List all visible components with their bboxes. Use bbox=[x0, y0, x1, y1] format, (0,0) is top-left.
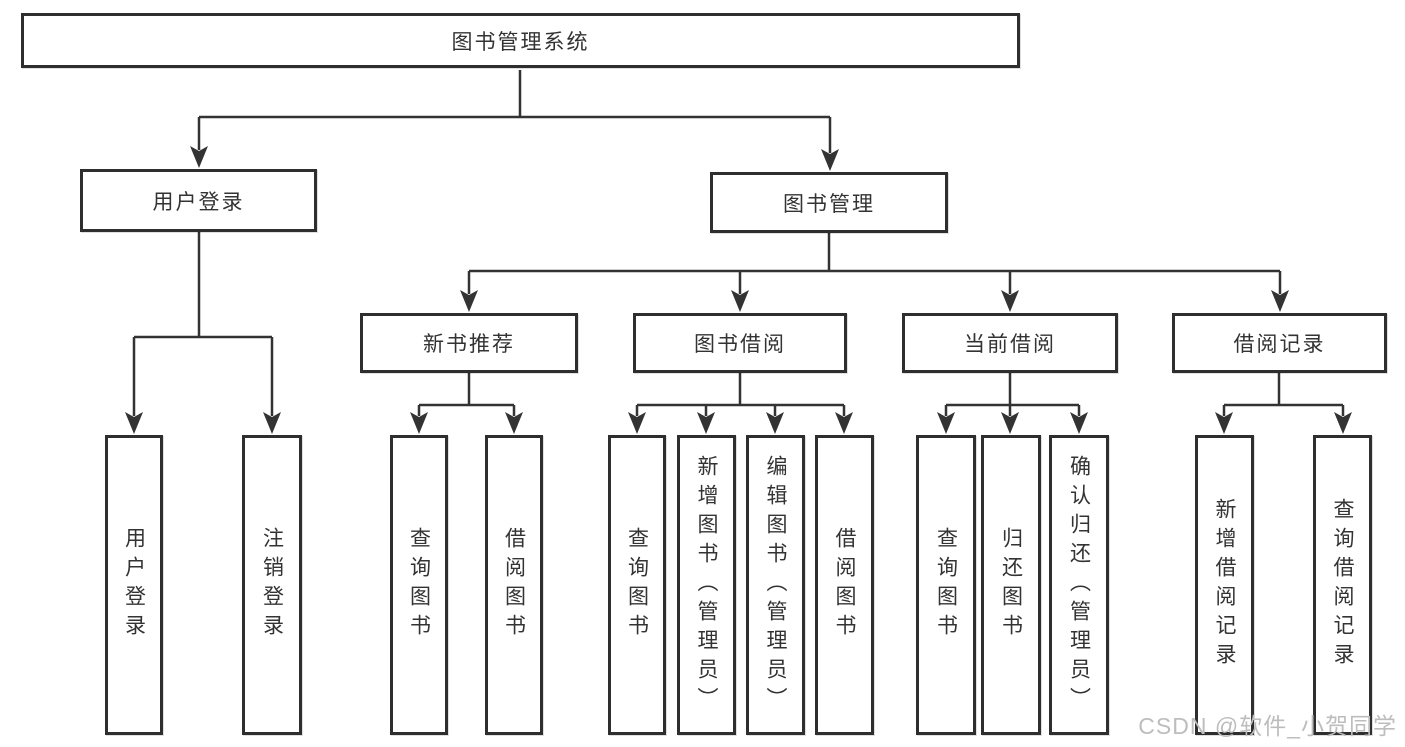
leaf-label: 新增图书（管理员） bbox=[695, 454, 718, 716]
arrowhead bbox=[1215, 412, 1233, 434]
leaf-label: 查询图书 bbox=[934, 527, 958, 643]
node-root-label: 图书管理系统 bbox=[451, 30, 590, 54]
arrowhead bbox=[766, 412, 784, 434]
leaf-return-books: 归还图书 bbox=[981, 435, 1041, 735]
leaf-user-login: 用户登录 bbox=[105, 435, 163, 735]
leaf-borrow-books: 借阅图书 bbox=[815, 435, 874, 735]
arrowhead bbox=[505, 412, 523, 434]
arrowhead bbox=[1334, 412, 1352, 434]
connector-book-borrowing bbox=[635, 373, 846, 416]
node-user-login-label: 用户登录 bbox=[152, 190, 245, 214]
arrowhead bbox=[1271, 290, 1289, 312]
leaf-query-books-current: 查询图书 bbox=[916, 435, 976, 735]
node-current-borrowing: 当前借阅 bbox=[902, 313, 1118, 373]
arrowhead bbox=[937, 412, 955, 434]
node-borrowing-records-label: 借阅记录 bbox=[1233, 333, 1326, 356]
leaf-label: 新增借阅记录 bbox=[1213, 498, 1236, 672]
leaf-label: 注销登录 bbox=[260, 527, 284, 643]
node-book-management: 图书管理 bbox=[710, 172, 948, 233]
arrowhead bbox=[1070, 412, 1088, 434]
leaf-query-books-borrowing: 查询图书 bbox=[608, 435, 666, 735]
leaf-label: 查询图书 bbox=[407, 527, 431, 643]
arrowhead bbox=[190, 146, 208, 168]
connector-user-login bbox=[132, 232, 274, 416]
leaf-label: 借阅图书 bbox=[502, 527, 526, 643]
arrowhead bbox=[1001, 290, 1019, 312]
leaf-label: 查询借阅记录 bbox=[1331, 498, 1354, 672]
csdn-watermark: CSDN @软件_小贺同学 bbox=[1138, 713, 1397, 739]
connector-borrowing-records bbox=[1222, 373, 1345, 416]
leaf-query-books-recommend: 查询图书 bbox=[390, 435, 448, 735]
node-root: 图书管理系统 bbox=[21, 13, 1020, 68]
leaf-label: 查询图书 bbox=[625, 527, 649, 643]
arrowhead bbox=[410, 412, 428, 434]
arrowhead bbox=[835, 412, 853, 434]
leaf-logout: 注销登录 bbox=[242, 435, 302, 735]
arrowhead bbox=[697, 412, 715, 434]
connector-root bbox=[197, 70, 832, 153]
node-borrowing-records: 借阅记录 bbox=[1172, 313, 1387, 373]
node-book-management-label: 图书管理 bbox=[783, 192, 875, 216]
arrowhead bbox=[1001, 412, 1019, 434]
connector-book-management bbox=[467, 233, 1282, 294]
arrowhead bbox=[628, 412, 646, 434]
connector-new-book-recommend bbox=[417, 373, 516, 416]
connector-current-borrowing bbox=[944, 373, 1081, 416]
leaf-add-borrow-record: 新增借阅记录 bbox=[1195, 435, 1254, 735]
arrowhead bbox=[460, 290, 478, 312]
leaf-label: 借阅图书 bbox=[833, 527, 856, 643]
leaf-query-borrow-record: 查询借阅记录 bbox=[1313, 435, 1372, 735]
leaf-label: 确认归还（管理员） bbox=[1067, 454, 1091, 716]
node-new-book-recommend-label: 新书推荐 bbox=[423, 333, 515, 356]
leaf-confirm-return-admin: 确认归还（管理员） bbox=[1049, 435, 1109, 735]
leaf-add-books-admin: 新增图书（管理员） bbox=[677, 435, 736, 735]
leaf-label: 编辑图书（管理员） bbox=[764, 454, 787, 716]
node-book-borrowing-label: 图书借阅 bbox=[694, 333, 786, 356]
leaf-borrow-books-recommend: 借阅图书 bbox=[485, 435, 543, 735]
arrowhead bbox=[821, 149, 839, 171]
leaf-label: 归还图书 bbox=[999, 527, 1023, 643]
arrowhead bbox=[263, 412, 281, 434]
leaf-label: 用户登录 bbox=[122, 527, 146, 643]
arrowhead bbox=[125, 412, 143, 434]
node-user-login: 用户登录 bbox=[80, 169, 317, 232]
leaf-edit-books-admin: 编辑图书（管理员） bbox=[746, 435, 805, 735]
node-current-borrowing-label: 当前借阅 bbox=[964, 333, 1056, 356]
node-new-book-recommend: 新书推荐 bbox=[360, 313, 578, 373]
arrowhead bbox=[731, 290, 749, 312]
node-book-borrowing: 图书借阅 bbox=[633, 313, 847, 373]
